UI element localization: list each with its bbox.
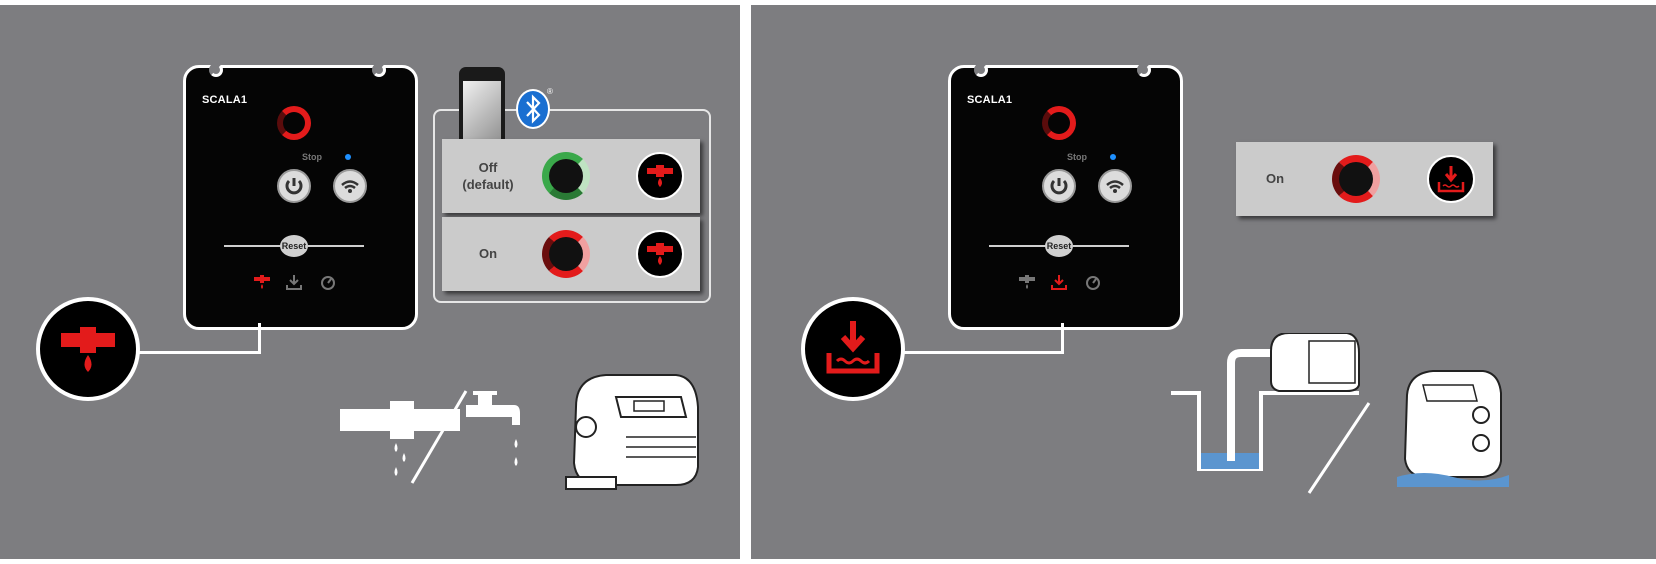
timer-icon	[1086, 276, 1100, 290]
dry-running-icon	[826, 321, 880, 374]
bluetooth-led	[345, 154, 351, 160]
leakage-callout	[36, 297, 140, 401]
power-button[interactable]	[1042, 169, 1076, 203]
wifi-icon	[1106, 180, 1124, 193]
stop-label: Stop	[302, 152, 322, 162]
leakage-icon	[647, 165, 673, 187]
reset-button[interactable]: Reset	[280, 235, 308, 257]
bluetooth-led	[1110, 154, 1116, 160]
pipe-leak-illustration	[340, 390, 520, 484]
dry-running-icon	[1437, 166, 1465, 193]
timer-icon	[321, 276, 335, 290]
wifi-button[interactable]	[333, 169, 367, 203]
callout-connector	[901, 323, 1064, 354]
leakage-icon	[61, 327, 115, 372]
status-ring	[1042, 106, 1076, 140]
setting-row-on: On	[1236, 142, 1493, 216]
settings-box	[433, 109, 711, 303]
scala1-controller: SCALA1 Stop Reset	[183, 63, 418, 330]
setting-label: Off(default)	[462, 160, 514, 192]
pump-illustration	[565, 374, 699, 490]
model-label: SCALA1	[967, 94, 1013, 106]
leakage-icon	[1019, 275, 1035, 289]
divider-line-right	[308, 245, 364, 247]
pump-installed-illustration	[1397, 370, 1509, 487]
left-panel: SCALA1 Stop Reset ® Off(default)	[0, 5, 740, 559]
model-label: SCALA1	[202, 94, 248, 106]
dry-running-icon	[1051, 275, 1067, 290]
divider-line-right	[1073, 245, 1129, 247]
registered-mark: ®	[547, 87, 553, 96]
wifi-button[interactable]	[1098, 169, 1132, 203]
dry-running-icon	[286, 275, 302, 290]
bluetooth-icon	[516, 89, 550, 129]
leakage-icon	[254, 275, 270, 289]
divider-line-left	[989, 245, 1047, 247]
red-ring-indicator	[542, 230, 590, 278]
scala1-controller: SCALA1 Stop Reset	[948, 63, 1183, 330]
dry-running-setting-icon	[1427, 155, 1475, 203]
setting-row-off: Off(default)	[442, 139, 700, 213]
right-panel: SCALA1 Stop Reset On	[751, 5, 1656, 559]
reset-button[interactable]: Reset	[1045, 235, 1073, 257]
leakage-icon	[647, 243, 673, 265]
leakage-setting-icon	[636, 230, 684, 278]
stop-label: Stop	[1067, 152, 1087, 162]
red-ring-indicator	[1332, 155, 1380, 203]
power-icon	[1050, 178, 1068, 195]
green-ring-indicator	[542, 152, 590, 200]
power-icon	[285, 178, 303, 195]
divider-line-left	[224, 245, 282, 247]
setting-label: On	[478, 246, 498, 261]
status-ring	[277, 106, 311, 140]
setting-label: On	[1265, 171, 1285, 186]
power-button[interactable]	[277, 169, 311, 203]
well-pump-illustration	[1171, 333, 1371, 494]
wifi-icon	[341, 180, 359, 193]
leakage-setting-icon	[636, 152, 684, 200]
callout-connector	[138, 323, 261, 354]
dry-running-callout	[801, 297, 905, 401]
setting-row-on: On	[442, 217, 700, 291]
